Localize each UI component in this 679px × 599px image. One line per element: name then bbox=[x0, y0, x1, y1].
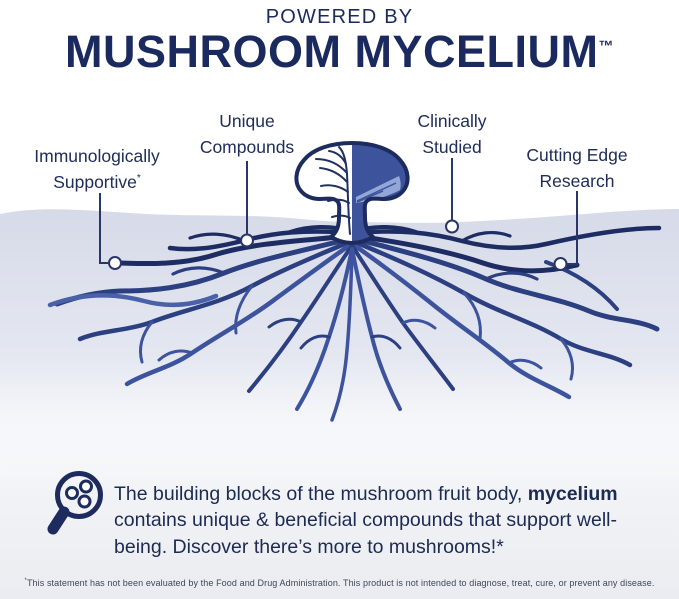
callout-dot bbox=[108, 256, 122, 270]
footnote-text: This statement has not been evaluated by… bbox=[26, 578, 655, 588]
mushroom-fruit-body bbox=[294, 141, 410, 245]
callout-cutting-edge-research: Cutting Edge Research bbox=[526, 145, 627, 192]
page-title-text: MUSHROOM MYCELIUM bbox=[65, 26, 599, 77]
fda-disclaimer: *This statement has not been evaluated b… bbox=[0, 578, 679, 588]
callout-unique-compounds: Unique Compounds bbox=[200, 111, 294, 158]
callout-label: Unique Compounds bbox=[199, 111, 295, 157]
mushroom-outline bbox=[294, 141, 410, 245]
trademark-symbol: ™ bbox=[598, 38, 614, 55]
callout-clinically-studied: Clinically Studied bbox=[417, 111, 486, 158]
description-part2: contains unique & beneficial compounds t… bbox=[114, 509, 617, 558]
mycelium-veins bbox=[315, 146, 351, 235]
callout-dot bbox=[553, 257, 568, 271]
mushroom-gills bbox=[356, 176, 401, 203]
callout-line bbox=[567, 191, 578, 265]
soil-ground bbox=[0, 209, 679, 482]
description-paragraph: The building blocks of the mushroom frui… bbox=[114, 481, 654, 561]
description-part1: The building blocks of the mushroom frui… bbox=[114, 482, 528, 505]
mycelium-roots bbox=[47, 225, 662, 422]
callout-label: Cutting Edge Research bbox=[526, 145, 628, 191]
callout-label: Immunologically Supportive bbox=[34, 146, 160, 192]
asterisk: * bbox=[136, 172, 141, 184]
callout-lines bbox=[99, 158, 578, 271]
callout-dot bbox=[240, 233, 254, 248]
magnifier-molecule-icon bbox=[47, 471, 103, 535]
callout-line bbox=[99, 193, 108, 264]
header: POWERED BY MUSHROOM MYCELIUM™ bbox=[0, 6, 679, 74]
page-title: MUSHROOM MYCELIUM™ bbox=[0, 29, 679, 74]
callout-dot bbox=[445, 219, 459, 234]
description-highlight: mycelium bbox=[527, 482, 618, 505]
footnote-asterisk: * bbox=[24, 578, 27, 584]
callout-immunologically-supportive: Immunologically Supportive* bbox=[34, 146, 159, 193]
callout-label: Clinically Studied bbox=[417, 111, 487, 157]
eyebrow-text: POWERED BY bbox=[265, 6, 414, 28]
